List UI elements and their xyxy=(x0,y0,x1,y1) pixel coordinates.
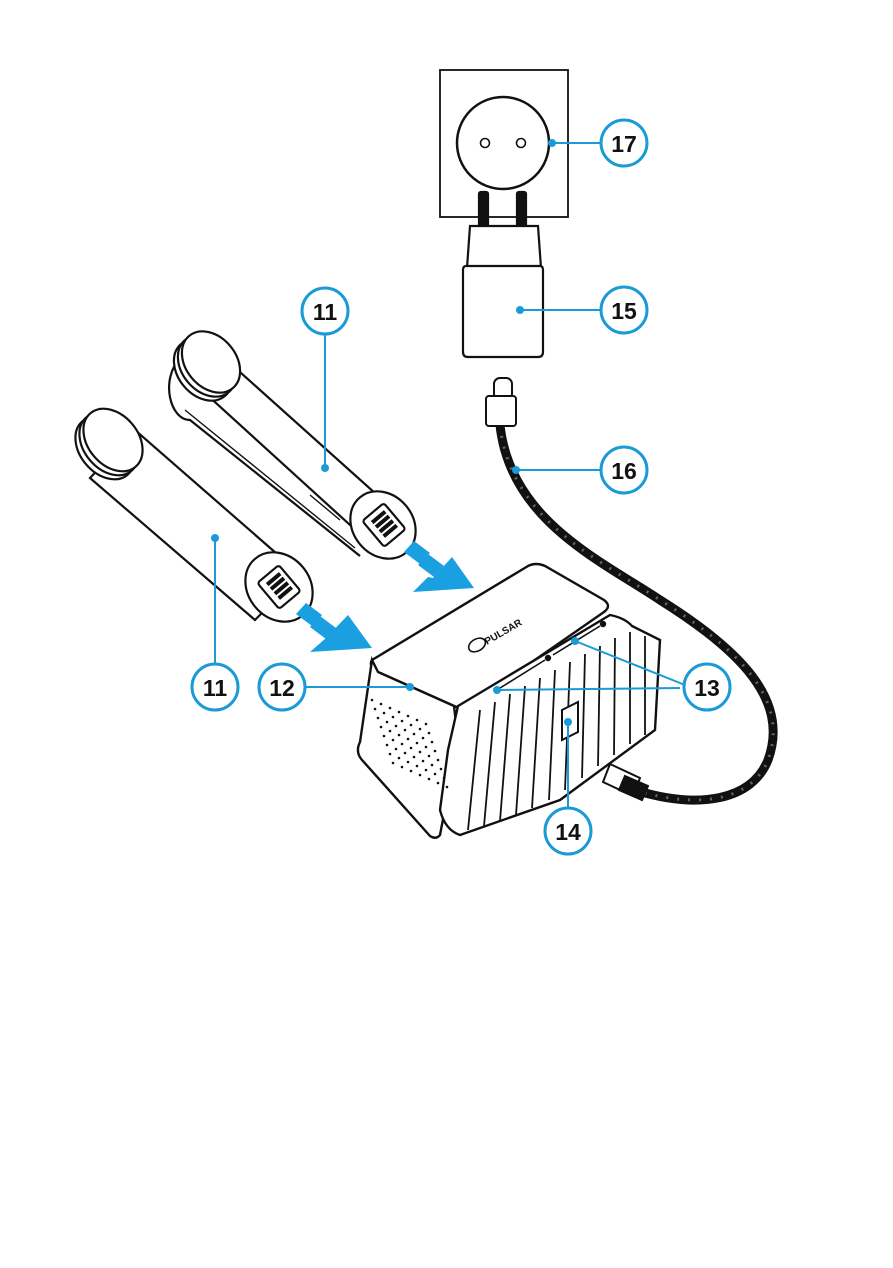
vent-hole xyxy=(410,724,413,727)
vent-hole xyxy=(392,762,395,765)
vent-hole xyxy=(422,760,425,763)
callout-label: 16 xyxy=(611,458,637,484)
vent-hole xyxy=(410,747,413,750)
vent-hole xyxy=(401,720,404,723)
vent-hole xyxy=(437,782,440,785)
vent-hole xyxy=(419,774,422,777)
vent-hole xyxy=(407,738,410,741)
callout-label: 12 xyxy=(269,675,295,701)
vent-hole xyxy=(389,753,392,756)
vent-hole xyxy=(407,761,410,764)
vent-hole xyxy=(425,723,428,726)
vent-hole xyxy=(404,729,407,732)
callout-label: 17 xyxy=(611,131,637,157)
callout-label: 13 xyxy=(694,675,720,701)
callout-11-front: 11 xyxy=(192,664,238,710)
vent-hole xyxy=(434,773,437,776)
callout-label: 14 xyxy=(555,819,581,845)
insert-arrow-lower xyxy=(296,603,372,652)
callout-17: 17 xyxy=(601,120,647,166)
callout-12: 12 xyxy=(259,664,305,710)
vent-hole xyxy=(425,746,428,749)
vent-hole xyxy=(428,732,431,735)
vent-hole xyxy=(431,741,434,744)
vent-hole xyxy=(428,755,431,758)
vent-hole xyxy=(440,768,443,771)
insert-arrow-upper xyxy=(404,541,474,592)
vent-hole xyxy=(395,725,398,728)
vent-hole xyxy=(425,769,428,772)
vent-hole xyxy=(416,742,419,745)
vent-hole xyxy=(407,715,410,718)
callout-11-back: 11 xyxy=(302,288,348,334)
vent-hole xyxy=(389,730,392,733)
vent-hole xyxy=(389,707,392,710)
vent-hole xyxy=(392,716,395,719)
vent-hole xyxy=(401,766,404,769)
vent-hole xyxy=(398,734,401,737)
vent-hole xyxy=(383,712,386,715)
callout-15: 15 xyxy=(601,287,647,333)
callout-label: 15 xyxy=(611,298,637,324)
vent-hole xyxy=(398,757,401,760)
vent-hole xyxy=(410,770,413,773)
vent-hole xyxy=(422,737,425,740)
vent-hole xyxy=(398,711,401,714)
vent-hole xyxy=(401,743,404,746)
callout-14: 14 xyxy=(545,808,591,854)
vent-hole xyxy=(428,778,431,781)
callout-13: 13 xyxy=(684,664,730,710)
vent-hole xyxy=(443,777,446,780)
vent-hole xyxy=(386,721,389,724)
vent-hole xyxy=(386,744,389,747)
vent-hole xyxy=(395,748,398,751)
vent-hole xyxy=(413,756,416,759)
vent-hole xyxy=(404,752,407,755)
charger-body: PULSAR xyxy=(358,564,660,838)
callout-label: 11 xyxy=(203,675,228,701)
vent-hole xyxy=(383,735,386,738)
callout-label: 11 xyxy=(313,299,338,325)
vent-hole xyxy=(374,708,377,711)
vent-hole xyxy=(377,717,380,720)
callout-16: 16 xyxy=(601,447,647,493)
vent-hole xyxy=(392,739,395,742)
vent-hole xyxy=(413,733,416,736)
vent-hole xyxy=(416,719,419,722)
vent-hole xyxy=(419,751,422,754)
vent-hole xyxy=(434,750,437,753)
vent-hole xyxy=(380,703,383,706)
vent-hole xyxy=(419,728,422,731)
vent-hole xyxy=(446,786,449,789)
vent-hole xyxy=(371,699,374,702)
vent-hole xyxy=(416,765,419,768)
vent-hole xyxy=(431,764,434,767)
vent-hole xyxy=(437,759,440,762)
vent-hole xyxy=(380,726,383,729)
